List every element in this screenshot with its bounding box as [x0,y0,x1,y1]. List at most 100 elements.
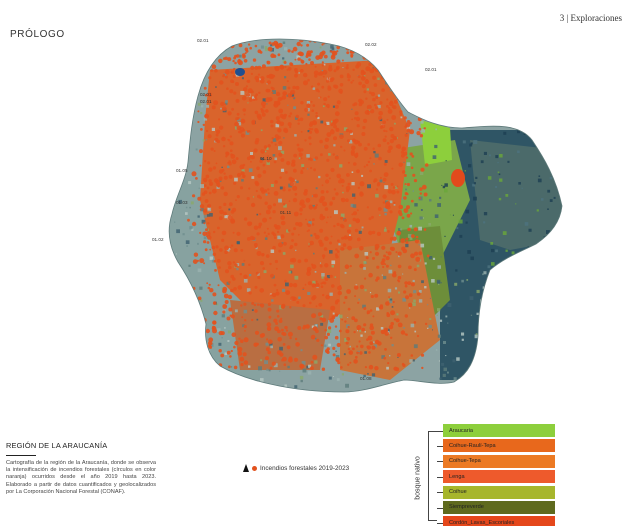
legend-tick [437,461,443,463]
terrain-speck [500,287,505,291]
terrain-speck [314,360,318,364]
fire-dot [331,196,336,201]
fire-dot [232,59,235,63]
fire-dot [225,151,230,156]
terrain-speck [395,47,399,51]
terrain-speck [533,123,537,128]
fire-dot [386,105,389,108]
fire-dot [252,98,256,101]
fire-dot [299,117,304,122]
terrain-speck [248,365,251,368]
fire-dot [391,60,396,64]
terrain-speck [510,331,513,333]
fire-dot [207,161,211,165]
fire-dot [254,98,258,101]
fire-dot [222,136,225,139]
terrain-speck [300,349,303,352]
terrain-speck [377,77,380,80]
terrain-speck [298,296,301,299]
fire-dot [383,254,387,258]
fire-dot [340,247,345,251]
fire-dot [213,310,218,316]
fire-dot [411,155,415,158]
fire-dot [357,75,361,79]
terrain-speck [190,72,193,76]
terrain-speck [363,75,366,77]
terrain-speck [220,107,222,110]
terrain-speck [441,362,445,366]
terrain-speck [441,184,443,186]
fire-dot [346,173,350,177]
fire-dot [281,95,287,100]
fire-dot [379,176,382,179]
terrain-speck [164,174,168,178]
terrain-speck [496,367,500,371]
terrain-speck [185,206,188,209]
terrain-speck [414,90,417,93]
fire-dot [205,328,210,334]
fire-dot [277,337,283,342]
terrain-speck [249,274,252,277]
terrain-speck [216,303,219,306]
fire-dot [399,113,403,116]
fire-dot [322,201,328,207]
terrain-speck [287,104,289,106]
terrain-speck [547,283,551,286]
terrain-speck [406,133,408,135]
fire-dot [252,236,256,241]
fire-dot [319,264,323,268]
fire-dot [391,115,397,120]
terrain-speck [381,274,383,276]
fire-dot [423,127,426,130]
terrain-speck [504,83,509,88]
terrain-speck [491,314,496,319]
fire-dot [354,111,359,116]
fire-dot [407,281,412,285]
fire-dot [257,275,261,280]
fire-dot [205,174,210,179]
terrain-speck [520,325,524,329]
terrain-speck [494,58,497,61]
terrain-speck [445,160,447,162]
fire-dot [213,259,217,263]
fire-dot [292,197,298,203]
fire-dot [286,161,291,166]
fire-dot [310,100,313,103]
fire-dot [247,43,251,46]
fire-dot [270,294,273,297]
fire-dot [414,94,417,97]
terrain-speck [338,39,341,41]
fire-dot [337,290,342,296]
terrain-speck [320,120,324,124]
fire-dot [305,218,307,221]
fire-dot [374,243,380,249]
fire-dot [287,49,291,53]
terrain-speck [284,384,287,387]
fire-dot-icon [252,465,257,471]
terrain-speck [406,126,411,130]
fire-dot [324,207,329,211]
fire-dot [228,307,233,312]
fire-dot [401,153,405,158]
fire-dot [262,253,265,256]
terrain-speck [376,40,379,42]
legend-bracket [428,431,437,521]
fire-dot [405,76,408,79]
terrain-speck [559,44,562,48]
fire-dot [209,181,214,186]
terrain-speck [480,160,484,164]
fire-dot [288,188,291,192]
place-label: 02.01 [200,99,212,104]
terrain-speck [231,366,233,368]
fire-dot [378,111,384,116]
terrain-speck [179,145,182,148]
fire-dot [324,335,329,340]
terrain-speck [516,369,518,372]
fire-dot [394,54,397,57]
fire-dot [329,40,332,43]
fire-dot [355,152,359,156]
fire-dot [346,189,350,193]
fire-dot [347,161,350,164]
terrain-speck [160,291,162,293]
fire-dot [270,273,274,278]
